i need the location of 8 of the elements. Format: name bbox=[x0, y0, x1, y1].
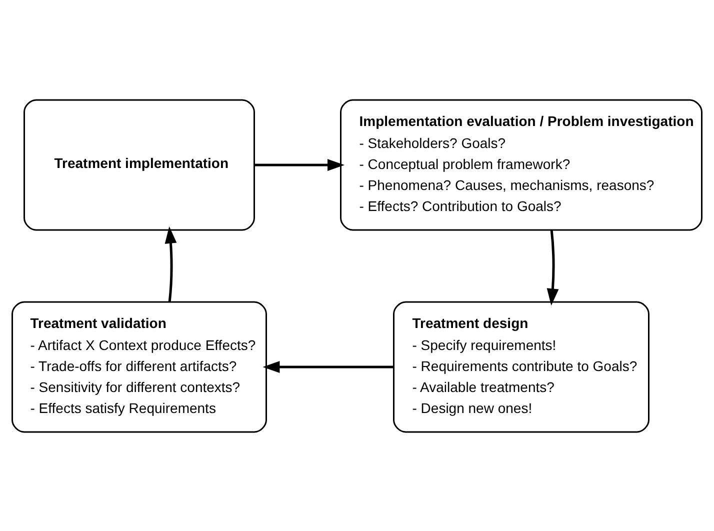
arrow bbox=[164, 226, 177, 302]
node-box: Implementation evaluation / Problem investigation - Stakeholders? Goals? - Conceptual problem framework? - Phenomena? Causes, mechanisms, reasons? - Effects? Contribution to Goals? bbox=[340, 98, 702, 230]
arrow bbox=[262, 360, 394, 372]
node-box: Treatment validation - Artifact X Context produce Effects? - Trade-offs for different artifacts? - Sensitivity for different contexts? - Effects satisfy Requirements bbox=[12, 300, 267, 432]
node-box: Treatment design - Specify requirements! - Requirements contribute to Goals? - Available treatments? - Design new ones! bbox=[393, 300, 650, 432]
arrow bbox=[546, 229, 559, 306]
node-box: Treatment implementation bbox=[24, 98, 255, 230]
arrow bbox=[254, 158, 345, 170]
